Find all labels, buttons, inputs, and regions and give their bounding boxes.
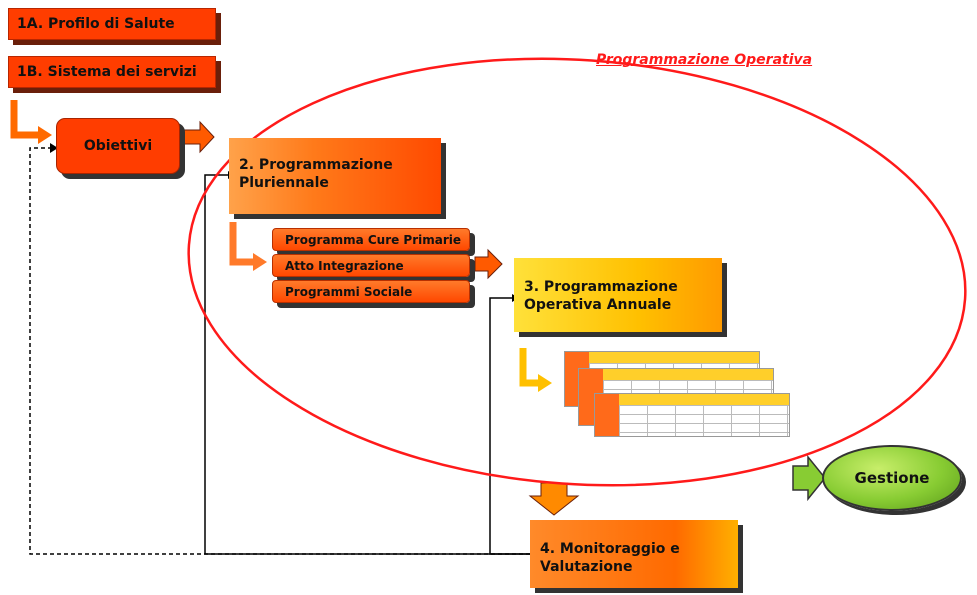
box-obiettivi: Obiettivi: [56, 118, 180, 174]
section-title-programmazione-operativa: Programmazione Operativa: [596, 52, 813, 68]
annuale-feedback-line: [489, 297, 530, 555]
l-arrowhead-docs: [538, 374, 552, 392]
arrow-sub-annuale: [474, 248, 503, 280]
sub-program-atto-integrazione: Atto Integrazione: [272, 254, 470, 277]
sub-program-cure-primarie: Programma Cure Primarie: [272, 228, 470, 251]
box-programmazione-annuale: 3. Programmazione Operativa Annuale: [514, 258, 722, 332]
box-profilo-salute: 1A. Profilo di Salute: [8, 8, 216, 40]
l-arrow-pluriennale-sub: [229, 222, 255, 266]
programmazione-operativa-ellipse: [187, 57, 967, 487]
l-arrowhead-sub: [253, 253, 267, 271]
box-sistema-servizi: 1B. Sistema dei servizi: [8, 56, 216, 88]
ellipse-gestione: Gestione: [822, 445, 962, 511]
feedback-dashed-line: [29, 147, 530, 555]
box-monitoraggio-valutazione: 4. Monitoraggio e Valutazione: [530, 520, 738, 588]
box-programmazione-pluriennale: 2. Programmazione Pluriennale: [229, 138, 441, 214]
arrow-gestione: [792, 454, 826, 502]
document-thumbnail-3: [594, 393, 790, 437]
l-arrowhead-1b: [38, 126, 52, 144]
l-arrow-annuale-docs: [519, 348, 540, 387]
arrow-obiettivi-right: [182, 120, 215, 154]
arrow-down-monitoraggio: [528, 482, 580, 516]
l-arrow-1b-obiettivi: [10, 100, 40, 139]
feedback-arrowhead: [50, 143, 58, 153]
sub-program-programmi-sociale: Programmi Sociale: [272, 280, 470, 303]
